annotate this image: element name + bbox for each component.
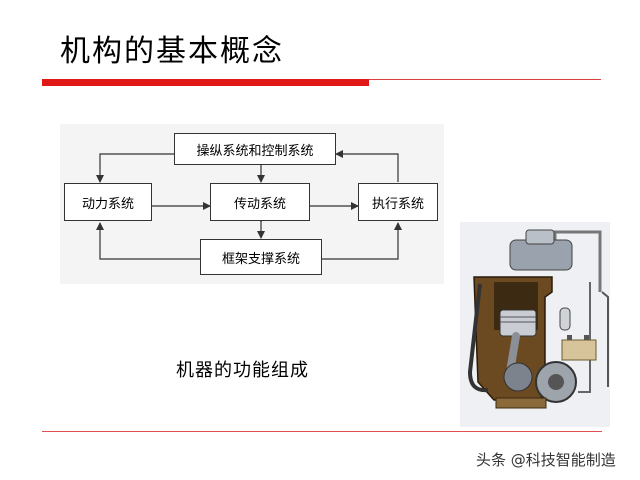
node-power-system: 动力系统	[64, 183, 152, 221]
diagram-connectors	[96, 150, 402, 260]
watermark-text: 头条 @科技智能制造	[476, 451, 616, 469]
footer-divider-line	[42, 431, 602, 432]
diagram-caption: 机器的功能组成	[176, 360, 309, 381]
engine-cutaway-icon	[467, 229, 609, 409]
machine-composition-diagram: 操纵系统和控制系统 动力系统 传动系统 执行系统 框架支撑系统	[60, 124, 444, 284]
node-frame-system: 框架支撑系统	[200, 239, 322, 275]
title-divider-line	[369, 79, 601, 80]
title-accent-bar	[42, 79, 369, 86]
arrow-execution-to-control	[335, 150, 399, 182]
node-execution-system: 执行系统	[358, 183, 438, 221]
slide-title: 机构的基本概念	[60, 34, 284, 69]
arrow-control-to-power	[96, 153, 174, 183]
engine-illustration	[460, 222, 610, 427]
node-control-system: 操纵系统和控制系统	[174, 133, 336, 165]
arrow-frame-to-execution	[322, 222, 402, 260]
node-transmission-system: 传动系统	[210, 183, 310, 221]
arrow-frame-to-power	[96, 222, 200, 260]
